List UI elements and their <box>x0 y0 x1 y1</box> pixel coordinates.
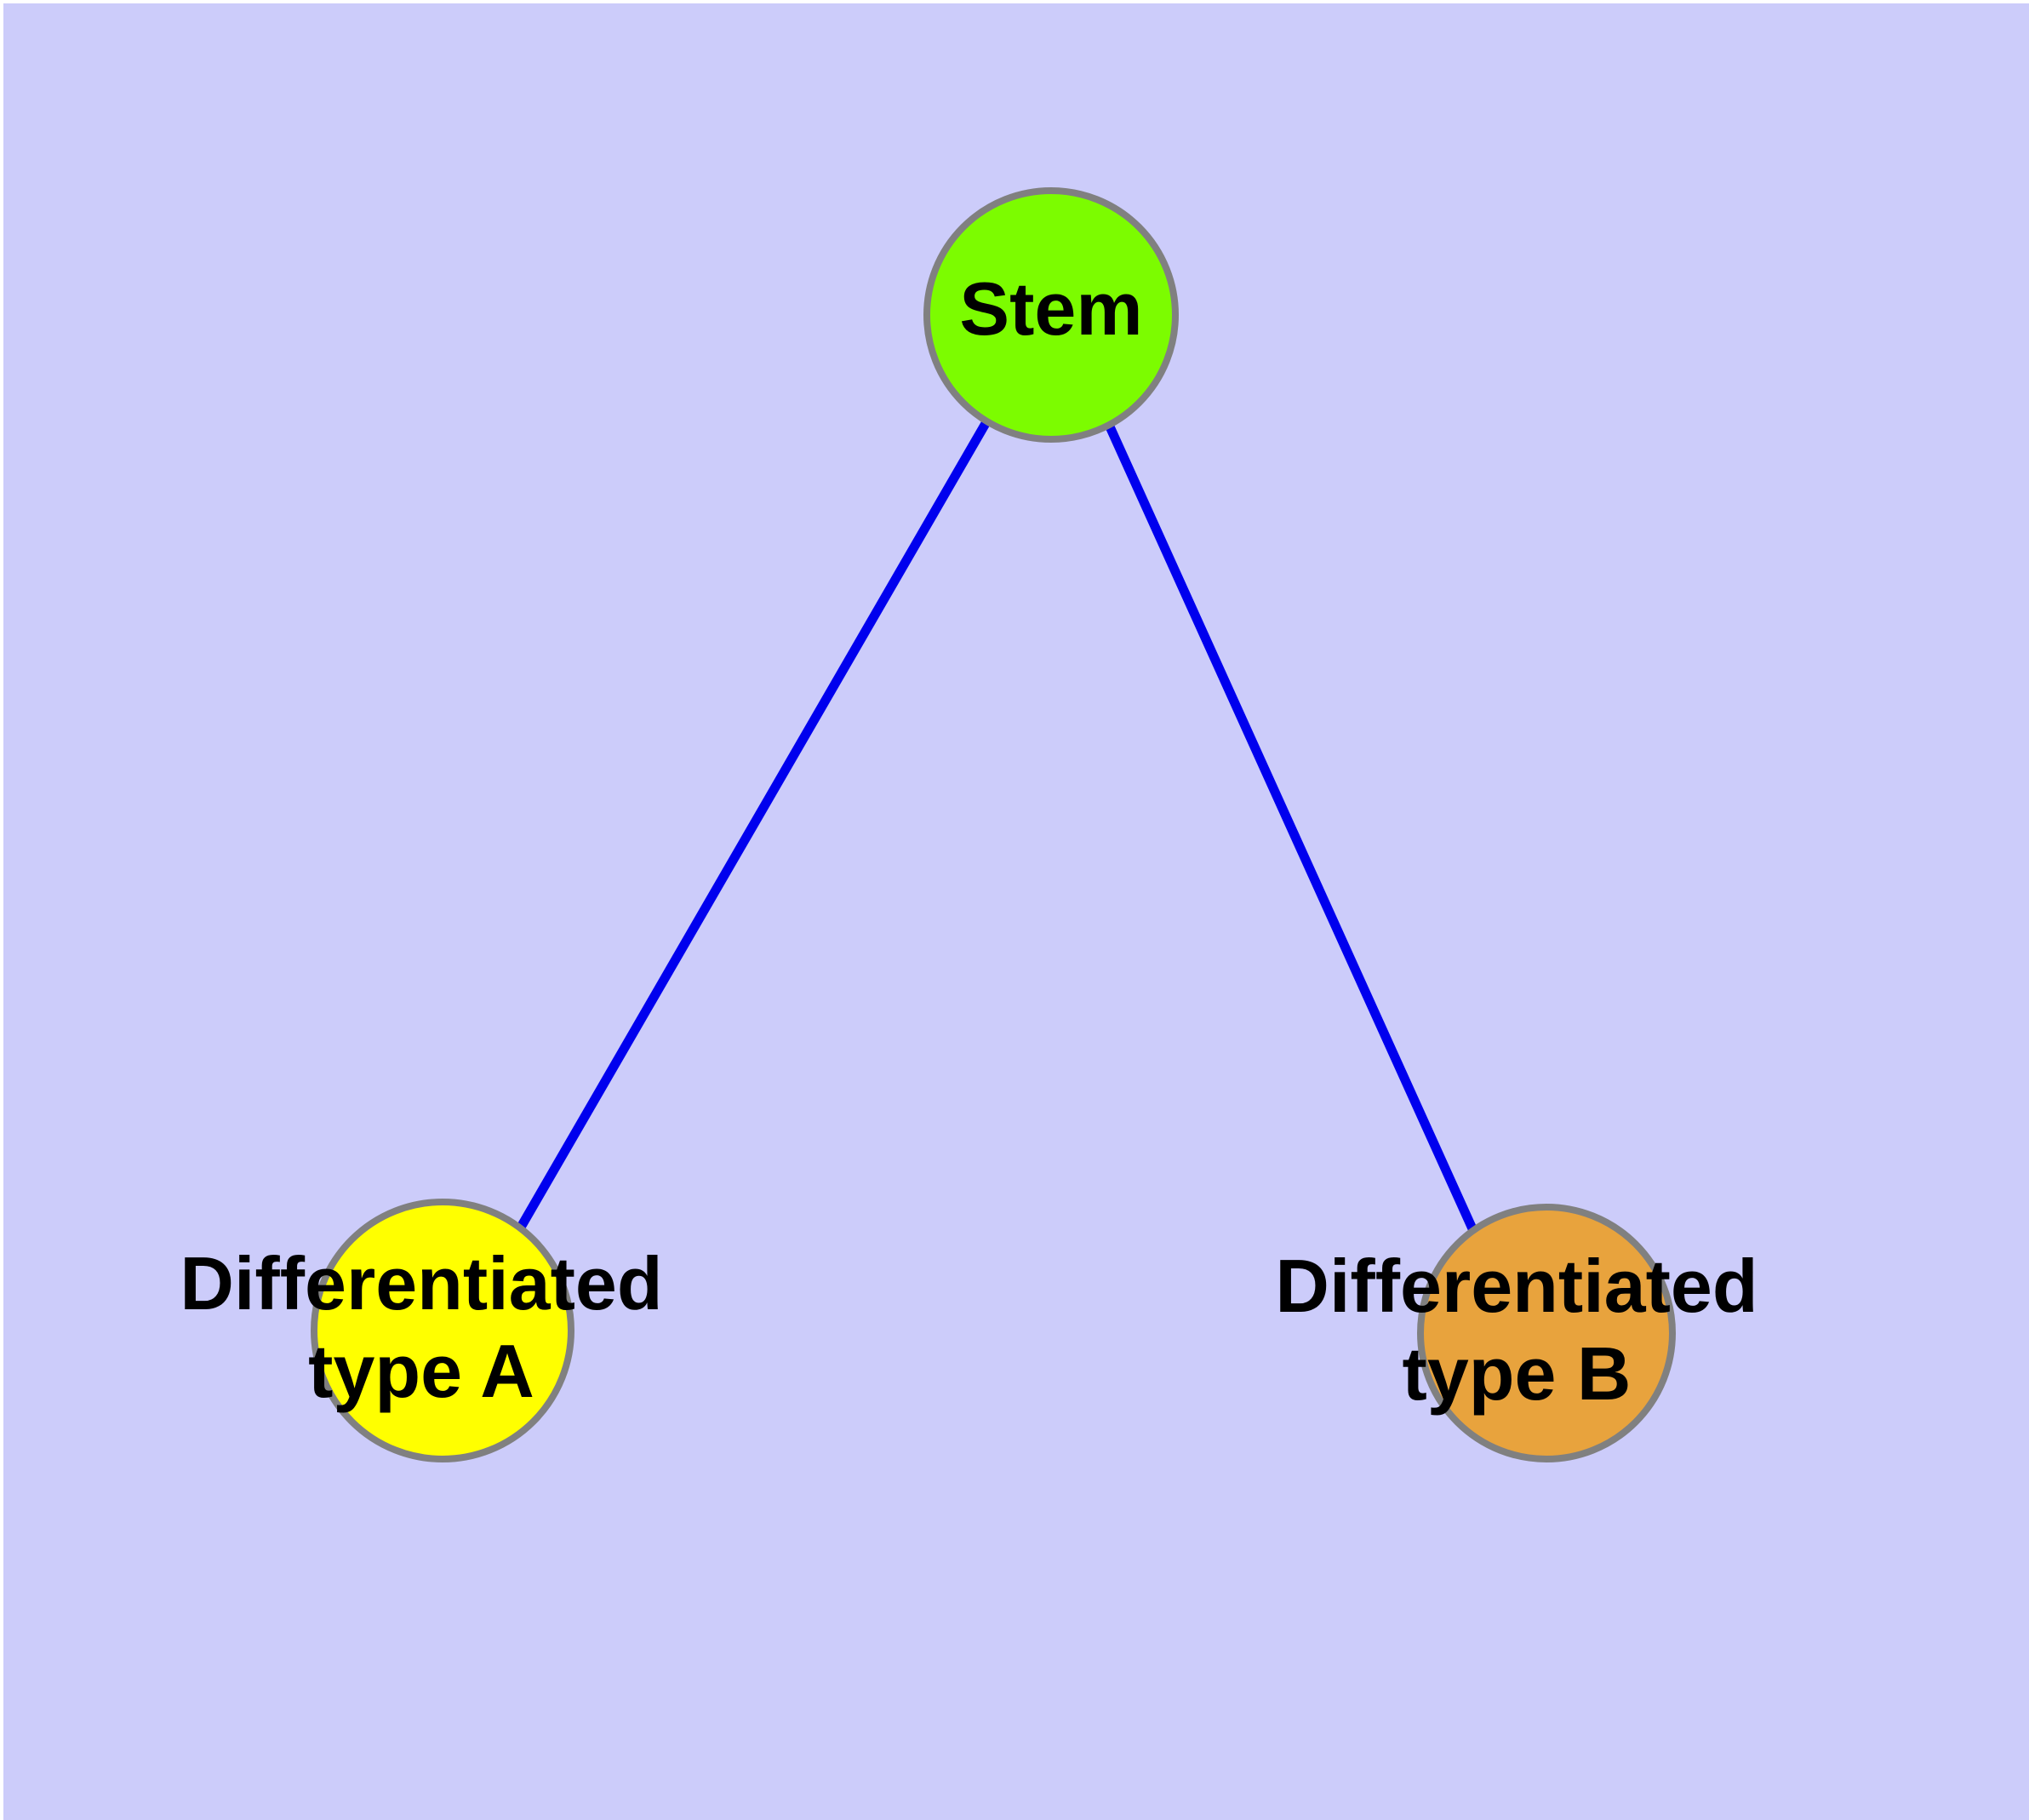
node-label-line: Differentiated <box>180 1241 662 1325</box>
node-circle-diff-a[interactable] <box>311 1199 574 1462</box>
graph-edge[interactable] <box>515 418 992 1233</box>
node-label-line: Differentiated <box>1275 1244 1758 1328</box>
node-circle-stem[interactable] <box>923 187 1179 443</box>
node-label-line: type B <box>1403 1331 1632 1416</box>
edge-layer <box>515 418 1480 1237</box>
node-circle-diff-b[interactable] <box>1417 1204 1676 1462</box>
node-label-stem: Stem <box>959 266 1142 351</box>
graph-edge[interactable] <box>1104 422 1480 1237</box>
graph-node-stem[interactable]: Stem <box>923 187 1179 443</box>
node-label-line: Stem <box>959 266 1142 351</box>
node-label-line: type A <box>308 1329 534 1413</box>
